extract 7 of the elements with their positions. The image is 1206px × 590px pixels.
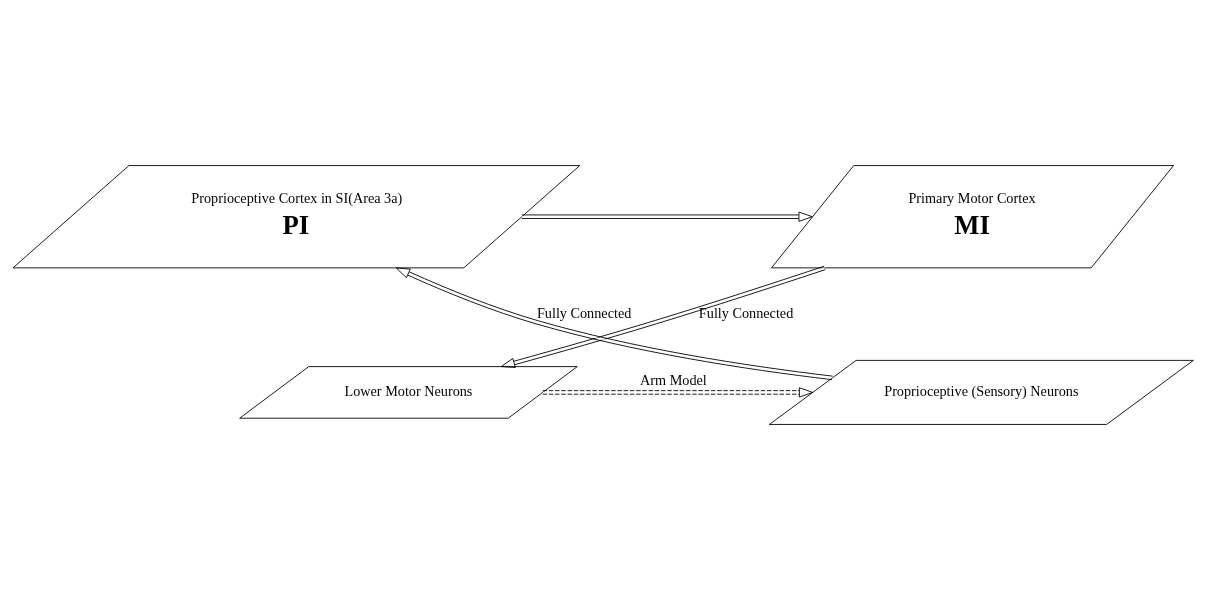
arrow (395, 267, 833, 381)
edge-label: Arm Model (640, 372, 707, 389)
arrow (521, 211, 813, 222)
arrow (500, 265, 826, 368)
edge-label: Fully Connected (698, 304, 794, 321)
arrow (542, 387, 814, 398)
edge-label: Fully Connected (536, 304, 632, 321)
